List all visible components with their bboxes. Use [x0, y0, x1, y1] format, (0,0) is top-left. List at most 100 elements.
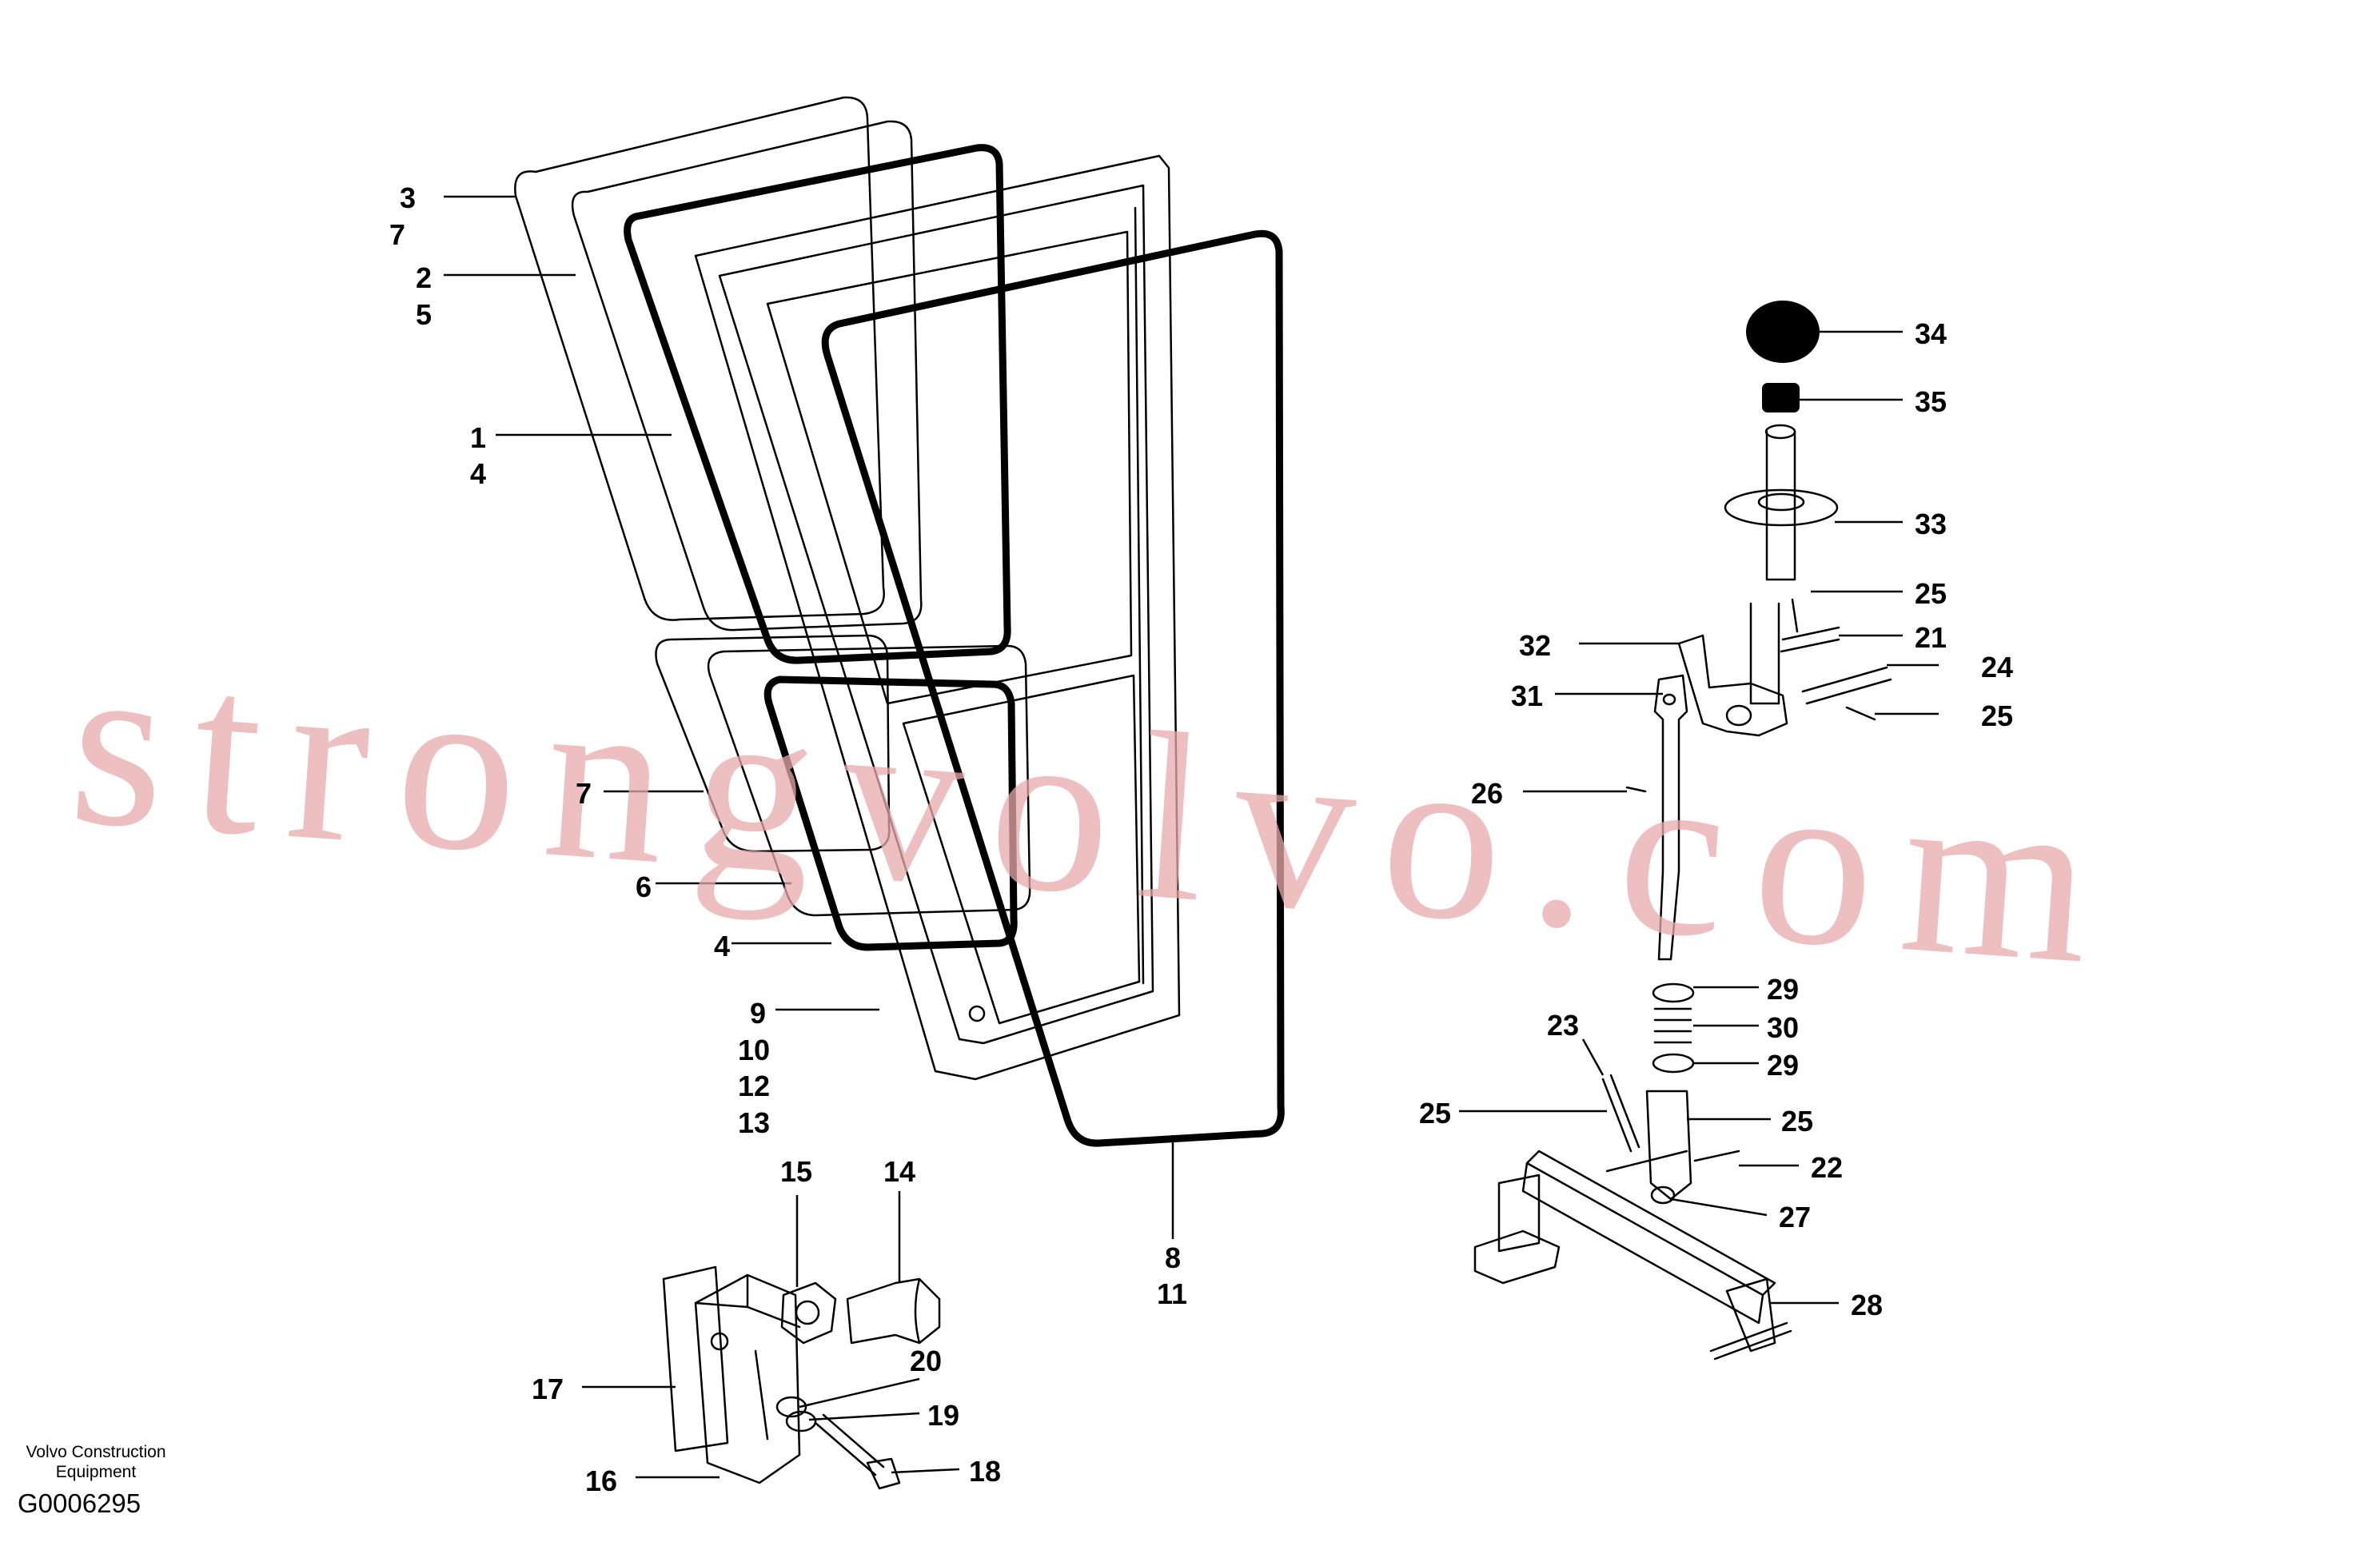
- split-pin: [1791, 598, 1799, 633]
- nut: [780, 1281, 837, 1345]
- latch-slot: [754, 1349, 769, 1440]
- callout-10: 10: [738, 1034, 770, 1066]
- pin-21: [1780, 626, 1840, 653]
- callout-6: 6: [636, 871, 652, 903]
- callout-13: 13: [738, 1106, 770, 1139]
- callout-27: 27: [1779, 1201, 1811, 1233]
- callout-3: 3: [400, 181, 416, 214]
- base-post: [1497, 1173, 1541, 1253]
- figure-caption: Volvo Construction Equipment G0006295: [18, 1443, 166, 1518]
- linkage-rod: [1653, 674, 1688, 961]
- callout-25: 25: [1915, 577, 1947, 610]
- pin-bolt: [846, 1277, 941, 1345]
- bracket-hole: [1725, 704, 1752, 727]
- callout-22: 22: [1811, 1151, 1843, 1184]
- lever-shaft: [1765, 430, 1796, 581]
- base-foot: [1473, 1229, 1561, 1285]
- base-beam: [1521, 1150, 1776, 1325]
- rod-hole: [1662, 693, 1676, 706]
- cross-pin: [1605, 1150, 1740, 1173]
- rubber-seal-lower: [763, 675, 1018, 951]
- outer-seal: [821, 229, 1285, 1147]
- frame-bolt: [968, 1005, 986, 1022]
- window-frame-opening-bottom: [902, 674, 1141, 1025]
- window-assembly: [514, 96, 1285, 1147]
- window-frame-outer: [694, 154, 1181, 1081]
- callout-12: 12: [738, 1070, 770, 1102]
- callout-15: 15: [780, 1155, 812, 1188]
- lower-shaft: [1749, 602, 1780, 705]
- callout-9: 9: [750, 997, 766, 1030]
- spring-30: [1653, 1007, 1692, 1044]
- roller-27: [1650, 1185, 1676, 1205]
- callout-18: 18: [969, 1455, 1001, 1488]
- window-frame-opening-top: [766, 230, 1133, 705]
- shaft-top: [1764, 424, 1796, 440]
- callout-28: 28: [1851, 1289, 1883, 1321]
- watermark: strongvolvo.com: [63, 608, 2127, 1016]
- callout-30: 30: [1767, 1011, 1799, 1044]
- callout-7: 7: [576, 777, 592, 810]
- callout-7: 7: [389, 218, 405, 251]
- pin-24: [1801, 666, 1892, 705]
- washer-29b: [1652, 1053, 1695, 1074]
- callout-23: 23: [1547, 1009, 1579, 1042]
- callout-14: 14: [883, 1155, 915, 1188]
- callout-29: 29: [1767, 1049, 1799, 1082]
- callout-24: 24: [1981, 651, 2013, 683]
- rubber-seal-upper: [624, 144, 1011, 664]
- callout-2: 2: [416, 261, 432, 294]
- callout-21: 21: [1915, 621, 1947, 654]
- lever-assembly: [1473, 301, 1892, 1361]
- glass-pane-lower: [655, 634, 891, 853]
- arm-23: [1601, 1074, 1640, 1153]
- cotter-pin: [1845, 706, 1876, 721]
- lock-washer: [785, 1410, 817, 1432]
- company-name-line1: Volvo Construction: [26, 1443, 165, 1461]
- bracket: [1677, 634, 1788, 737]
- callout-25: 25: [1419, 1097, 1451, 1130]
- lower-pane-frame: [707, 644, 1031, 917]
- window-frame-inner: [718, 184, 1154, 1045]
- small-bolt: [814, 1413, 885, 1476]
- boot: [1724, 488, 1839, 527]
- base-end: [1709, 1277, 1792, 1361]
- callout-29: 29: [1767, 973, 1799, 1006]
- washer: [775, 1396, 807, 1418]
- callout-25: 25: [1981, 699, 2013, 732]
- callout-25: 25: [1781, 1105, 1813, 1138]
- knob-insert: [1762, 383, 1800, 412]
- callout-33: 33: [1915, 508, 1947, 540]
- callout-32: 32: [1519, 629, 1551, 662]
- callout-34: 34: [1915, 317, 1947, 350]
- callout-4: 4: [470, 457, 486, 490]
- callout-11: 11: [1157, 1277, 1187, 1310]
- bolt-head: [866, 1457, 901, 1490]
- glass-pane-upper: [514, 96, 885, 621]
- fork-link: [1645, 1090, 1692, 1201]
- rod-26: [1625, 786, 1647, 793]
- washer-29a: [1652, 982, 1695, 1003]
- latch-plate: [662, 1265, 729, 1452]
- nut-hole: [795, 1300, 820, 1325]
- figure-id: G0006295: [18, 1488, 141, 1518]
- frame-rail: [1134, 206, 1145, 985]
- company-name-line2: Equipment: [56, 1463, 137, 1481]
- knob: [1746, 301, 1820, 363]
- block-hole: [710, 1332, 729, 1351]
- latch-assembly: [662, 1265, 941, 1490]
- callout-26: 26: [1471, 777, 1503, 810]
- leader-lines: [444, 195, 1939, 1479]
- callout-8: 8: [1165, 1241, 1181, 1274]
- callout-5: 5: [416, 298, 432, 331]
- glass-pane-middle: [571, 120, 923, 632]
- callout-labels: 3 7 2 5 1 4 7 6 4 9 10 12 13 8 11 14 15 …: [389, 181, 2013, 1497]
- callout-17: 17: [532, 1373, 564, 1405]
- callout-16: 16: [585, 1464, 617, 1497]
- callout-31: 31: [1511, 679, 1543, 712]
- callout-35: 35: [1915, 385, 1947, 418]
- callout-4: 4: [714, 930, 730, 962]
- callout-1: 1: [470, 421, 486, 454]
- boot-collar: [1757, 492, 1805, 512]
